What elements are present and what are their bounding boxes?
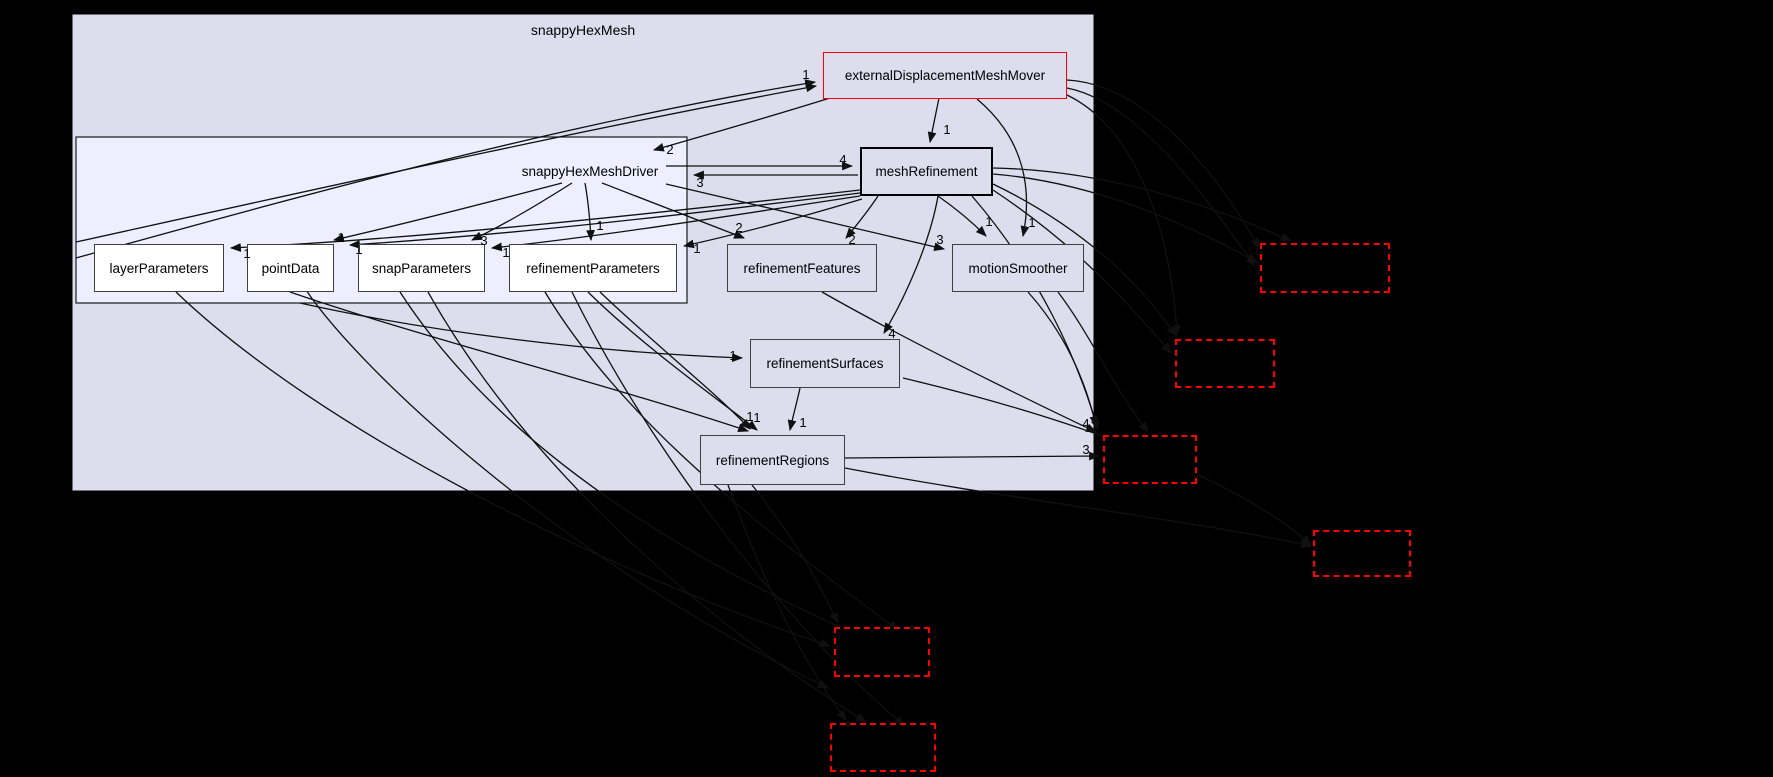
external-dir-node-5[interactable] bbox=[834, 627, 930, 677]
edge bbox=[1057, 291, 1149, 433]
edge bbox=[751, 484, 839, 624]
node-refinementSurfaces[interactable]: refinementSurfaces bbox=[750, 339, 900, 388]
dependency-edges bbox=[75, 79, 1313, 727]
node-refinementParameters[interactable]: refinementParameters bbox=[509, 244, 677, 292]
edge bbox=[1066, 94, 1181, 337]
edge bbox=[601, 182, 746, 239]
edge bbox=[490, 195, 861, 252]
edge bbox=[332, 182, 563, 243]
edge bbox=[289, 291, 750, 433]
edge bbox=[305, 289, 829, 689]
edge bbox=[844, 451, 1101, 461]
edge bbox=[399, 291, 853, 633]
edge bbox=[1066, 87, 1256, 267]
external-dir-node-4[interactable] bbox=[1313, 530, 1411, 577]
edge bbox=[883, 195, 939, 334]
edge bbox=[727, 484, 847, 721]
edge bbox=[75, 83, 818, 243]
edge bbox=[75, 79, 817, 259]
node-snapParameters[interactable]: snapParameters bbox=[358, 244, 485, 292]
edge bbox=[787, 387, 801, 432]
edge bbox=[844, 467, 1313, 549]
edge bbox=[299, 302, 744, 363]
edge bbox=[584, 182, 595, 242]
edge bbox=[1066, 79, 1260, 249]
node-refinementRegions[interactable]: refinementRegions bbox=[700, 435, 845, 485]
node-refinementFeatures[interactable]: refinementFeatures bbox=[727, 244, 877, 292]
node-motionSmoother[interactable]: motionSmoother bbox=[952, 244, 1084, 292]
edge bbox=[927, 97, 940, 144]
inner-cluster-title[interactable]: snappyHexMeshDriver bbox=[521, 164, 659, 179]
external-dir-node-2[interactable] bbox=[1175, 339, 1275, 388]
edge bbox=[1027, 291, 1099, 428]
external-dir-node-3[interactable] bbox=[1103, 435, 1197, 484]
edge bbox=[427, 291, 867, 723]
outer-cluster-title[interactable]: snappyHexMesh bbox=[530, 22, 636, 38]
edge bbox=[992, 189, 1172, 354]
edge bbox=[937, 195, 987, 237]
edge bbox=[992, 183, 1177, 337]
edge bbox=[587, 291, 758, 431]
edge bbox=[175, 291, 832, 648]
external-dir-node-6[interactable] bbox=[830, 723, 936, 772]
node-layerParameters[interactable]: layerParameters bbox=[94, 244, 224, 292]
node-pointData[interactable]: pointData bbox=[247, 244, 334, 292]
node-externalDisplacementMeshMover[interactable]: externalDisplacementMeshMover bbox=[823, 52, 1067, 99]
edge bbox=[652, 97, 831, 152]
edge bbox=[229, 189, 861, 252]
edge bbox=[992, 167, 1293, 242]
edge bbox=[976, 98, 1030, 238]
edge bbox=[599, 291, 751, 430]
edge bbox=[845, 195, 879, 239]
edge bbox=[665, 183, 946, 252]
edge bbox=[992, 173, 1258, 263]
edge bbox=[544, 291, 899, 631]
edge bbox=[682, 198, 863, 249]
external-dir-node-1[interactable] bbox=[1260, 243, 1390, 293]
node-meshRefinement[interactable]: meshRefinement bbox=[860, 147, 993, 196]
edge bbox=[348, 192, 861, 249]
edge bbox=[821, 291, 1097, 433]
